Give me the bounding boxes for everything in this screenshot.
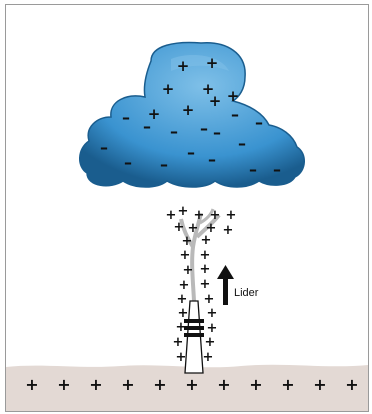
leader-positive-charge: +	[204, 292, 215, 307]
cloud-positive-charge: +	[206, 54, 219, 72]
cloud-negative-charge: –	[249, 160, 257, 179]
cloud-positive-charge: +	[177, 57, 190, 75]
leader-positive-charge: +	[173, 335, 184, 350]
leader-positive-charge: +	[179, 278, 190, 293]
leader-positive-charge: +	[223, 223, 234, 238]
cloud-positive-charge: +	[148, 105, 161, 123]
ground-positive-charge: +	[345, 375, 358, 394]
cloud-positive-charge: +	[202, 80, 215, 98]
cloud-negative-charge: –	[143, 117, 151, 136]
cloud-negative-charge: –	[208, 150, 216, 169]
cloud-negative-charge: –	[200, 119, 208, 138]
leader-positive-charge: +	[203, 350, 214, 365]
ground-positive-charge: +	[313, 375, 326, 394]
storm-cloud	[79, 41, 305, 188]
cloud-negative-charge: –	[170, 122, 178, 141]
leader-positive-charge: +	[183, 263, 194, 278]
cloud-negative-charge: –	[213, 123, 221, 142]
tower-band-2	[184, 326, 204, 330]
leader-positive-charge: +	[205, 335, 216, 350]
cloud-negative-charge: –	[160, 155, 168, 174]
ground	[6, 364, 368, 411]
ground-positive-charge: +	[57, 375, 70, 394]
ground-positive-charge: +	[153, 375, 166, 394]
ground-positive-charge: +	[185, 375, 198, 394]
leader-positive-charge: +	[176, 320, 187, 335]
leader-branch-right	[195, 213, 221, 239]
leader-positive-charge: +	[188, 221, 199, 236]
ground-positive-charge: +	[217, 375, 230, 394]
cloud-positive-charge: +	[162, 80, 175, 98]
leader-positive-charge: +	[176, 350, 187, 365]
cloud-highlight	[171, 55, 229, 71]
leader-positive-charge: +	[201, 233, 212, 248]
cloud-negative-charge: –	[124, 153, 132, 172]
leader-label: Lider	[234, 287, 259, 299]
cloud-negative-charge: –	[122, 108, 130, 127]
leader-channel	[179, 208, 221, 302]
charge-signs: ++++++++–––––––––––––––+++++++++++++++++…	[25, 54, 358, 394]
ground-positive-charge: +	[281, 375, 294, 394]
cloud-positive-charge: +	[227, 87, 240, 105]
cloud-positive-charge: +	[209, 92, 222, 110]
leader-positive-charge: +	[207, 306, 218, 321]
leader-positive-charge: +	[210, 208, 221, 223]
ground-positive-charge: +	[89, 375, 102, 394]
leader-positive-charge: +	[174, 220, 185, 235]
cloud-negative-charge: –	[255, 113, 263, 132]
cloud-positive-charge: +	[182, 101, 195, 119]
leader-positive-charge: +	[207, 321, 218, 336]
leader-positive-charge: +	[206, 221, 217, 236]
cloud-negative-charge: –	[100, 138, 108, 157]
ground-positive-charge: +	[121, 375, 134, 394]
tower-band-1	[184, 319, 204, 323]
leader-positive-charge: +	[200, 277, 211, 292]
leader-positive-charge: +	[200, 248, 211, 263]
cloud-negative-charge: –	[187, 143, 195, 162]
leader-positive-charge: +	[178, 204, 189, 219]
leader-positive-charge: +	[194, 208, 205, 223]
diagram-frame: Lider ++++++++–––––––––––––––+++++++++++…	[5, 4, 369, 412]
ground-positive-charge: +	[249, 375, 262, 394]
cloud-negative-charge: –	[273, 160, 281, 179]
lightning-leader-diagram: Lider ++++++++–––––––––––––––+++++++++++…	[6, 41, 368, 411]
leader-positive-charge: +	[226, 208, 237, 223]
cloud-negative-charge: –	[238, 134, 246, 153]
leader-positive-charge: +	[178, 306, 189, 321]
leader-positive-charge: +	[180, 248, 191, 263]
tower	[184, 300, 204, 374]
leader-positive-charge: +	[200, 262, 211, 277]
leader-positive-charge: +	[166, 208, 177, 223]
leader-positive-charge: +	[182, 234, 193, 249]
leader-branch-left	[179, 218, 195, 249]
ground-positive-charge: +	[25, 375, 38, 394]
leader-positive-charge: +	[177, 292, 188, 307]
cloud-negative-charge: –	[231, 105, 239, 124]
tower-band-3	[184, 333, 204, 337]
leader-branch-upper	[199, 208, 215, 225]
cloud-body	[79, 41, 305, 188]
leader-direction-arrow	[217, 265, 234, 305]
